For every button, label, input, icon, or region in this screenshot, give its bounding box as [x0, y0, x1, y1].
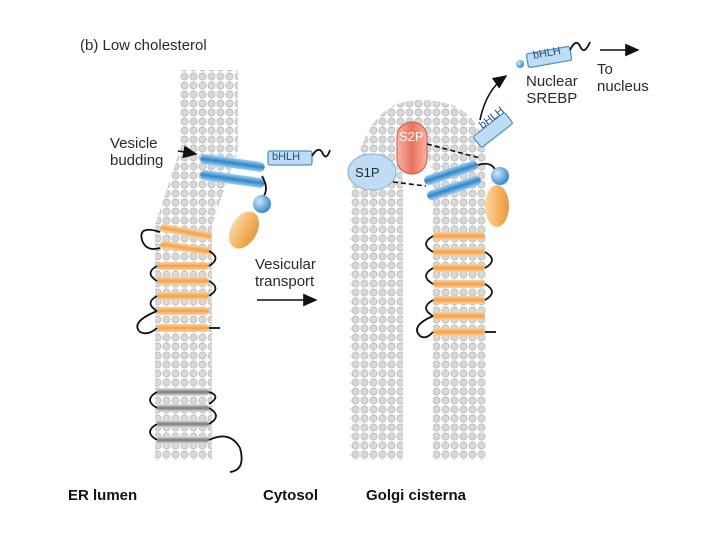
vesicle-budding-label: Vesicle budding: [110, 135, 164, 169]
cytosol-label: Cytosol: [263, 487, 319, 504]
vesicular-transport-label: Vesicular transport: [255, 256, 316, 290]
proteases-golgi: [347, 112, 513, 227]
vesicle-budding-arrow: [177, 145, 198, 159]
insig-helices-er: [149, 388, 243, 473]
srebp-er: [200, 148, 331, 249]
nuclear-srebp-label: Nuclear SREBP: [526, 73, 578, 107]
panel-title: (b) Low cholesterol: [80, 37, 207, 54]
er-lumen-label: ER lumen: [68, 487, 138, 504]
scap-helices-er: [136, 224, 220, 335]
to-nucleus-label: To nucleus: [597, 61, 649, 95]
released-srebp: [516, 41, 591, 68]
s1p-label: S1P: [355, 165, 380, 180]
bhlh-er-label: bHLH: [272, 151, 301, 163]
golgi-cisterna-label: Golgi cisterna: [366, 487, 467, 504]
s2p-label: S2P: [399, 129, 424, 144]
release-arrow: [479, 75, 508, 121]
scap-helices-golgi: [416, 232, 496, 339]
